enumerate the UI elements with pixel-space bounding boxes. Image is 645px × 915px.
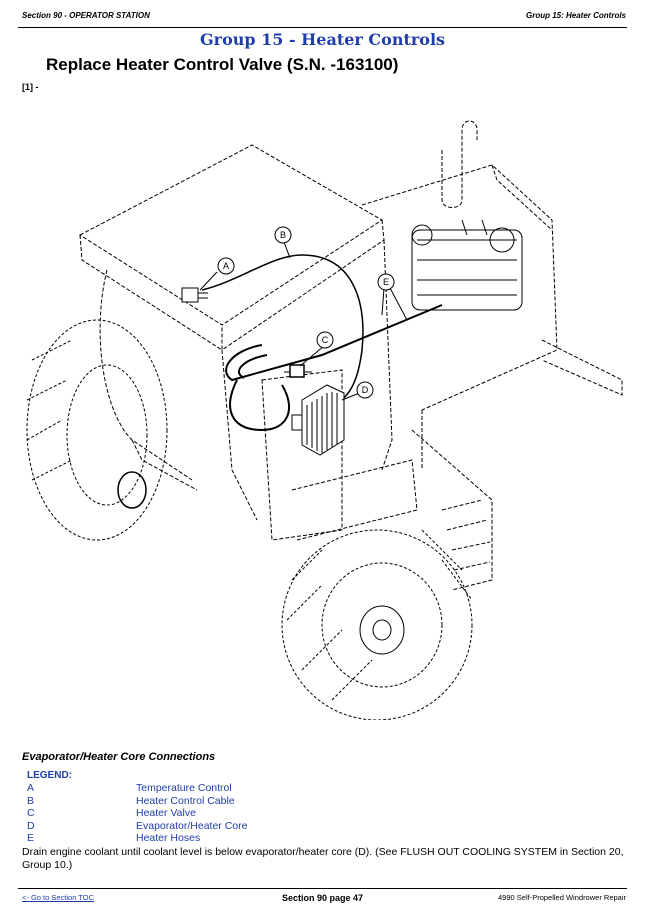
legend-list: A Temperature Control B Heater Control C…: [27, 782, 247, 845]
header-group: Group 15: Heater Controls: [525, 11, 626, 20]
legend-key: E: [27, 832, 35, 845]
windrower-heater-illustration: A B C D E: [26, 120, 623, 720]
section-toc-link[interactable]: <- Go to Section TOC: [22, 893, 95, 902]
callout-b-label: B: [280, 230, 286, 240]
legend-item: C Heater Valve: [27, 807, 247, 820]
callout-c-label: C: [322, 335, 329, 345]
legend-heading: LEGEND:: [27, 770, 72, 781]
page-number: Section 90 page 47: [281, 893, 364, 903]
callout-c: [316, 331, 334, 349]
legend-label: Heater Hoses: [136, 832, 201, 845]
figure-caption: Evaporator/Heater Core Connections: [22, 751, 216, 763]
legend-key: D: [27, 819, 35, 832]
legend-key: A: [27, 782, 35, 794]
callout-d: [356, 381, 374, 399]
legend-item: B Heater Control Cable: [27, 795, 247, 808]
legend-label: Evaporator/Heater Core: [136, 819, 248, 832]
legend-item: D Evaporator/Heater Core: [27, 820, 247, 833]
header-rule: [18, 27, 627, 28]
header-section: Section 90 - OPERATOR STATION: [22, 11, 150, 20]
legend-item: E Heater Hoses: [27, 832, 247, 845]
legend-label: Heater Valve: [136, 807, 196, 820]
callout-e-label: E: [383, 277, 389, 287]
callout-a-label: A: [223, 261, 229, 271]
callout-d-label: D: [362, 385, 369, 395]
callout-e: [377, 273, 395, 291]
group-title: Group 15 - Heater Controls: [199, 30, 446, 49]
callout-a: [217, 257, 235, 275]
callout-b: [274, 226, 292, 244]
legend-key: B: [27, 794, 35, 807]
legend-item: A Temperature Control: [27, 782, 247, 795]
instruction-text: Drain engine coolant until coolant level…: [22, 846, 624, 871]
step-number: [1] -: [22, 82, 39, 92]
legend-label: Temperature Control: [136, 782, 232, 794]
footer-rule: [18, 888, 627, 889]
procedure-title: Replace Heater Control Valve (S.N. -1631…: [46, 55, 399, 74]
legend-label: Heater Control Cable: [136, 794, 235, 807]
legend-key: C: [27, 807, 35, 820]
manual-title: 4990 Self-Propelled Windrower Repair: [498, 893, 626, 902]
